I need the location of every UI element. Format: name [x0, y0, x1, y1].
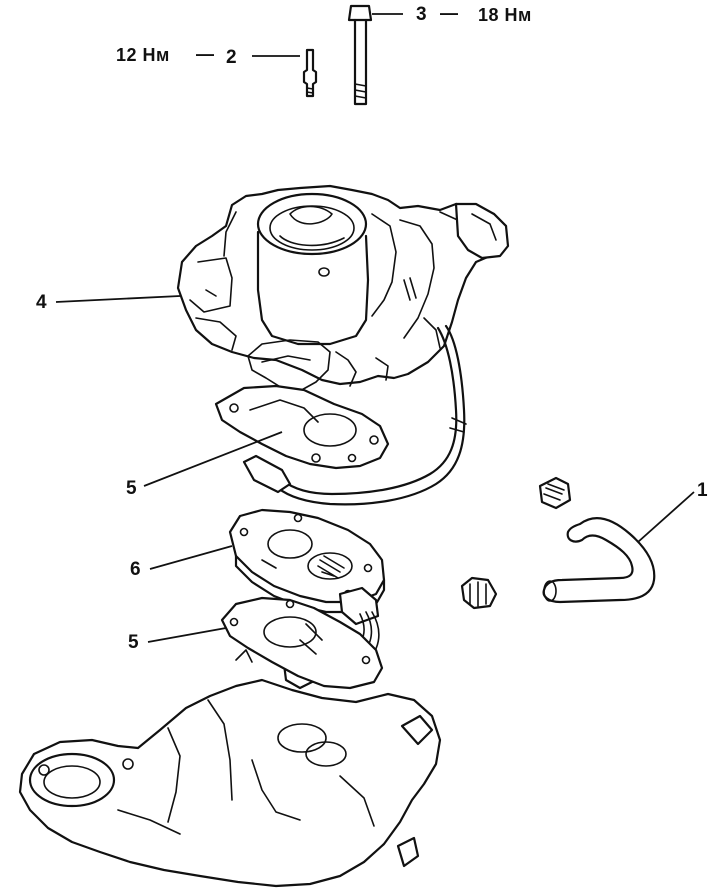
gasket-part-5-upper — [214, 384, 390, 470]
stud-part-2 — [302, 48, 318, 98]
vacuum-hose — [242, 324, 467, 506]
intake-manifold — [18, 649, 442, 888]
carburetor-body-part-4 — [176, 184, 510, 393]
pcv-hose-part-1 — [460, 476, 656, 610]
callout-part-2: 2 — [226, 47, 237, 68]
torque-part-2: 12 Нм — [116, 45, 170, 65]
callout-separator-2: — — [196, 44, 214, 64]
leader-lines — [55, 13, 695, 643]
callout-part-4: 4 — [36, 292, 47, 313]
callout-part-5-upper: 5 — [126, 478, 137, 499]
torque-part-3: 18 Нм — [478, 5, 532, 25]
gasket-part-5-lower — [220, 596, 384, 690]
callout-separator-3: — — [440, 3, 458, 23]
callout-part-3: 3 — [416, 4, 427, 25]
callout-part-1: 1 — [697, 480, 708, 501]
callout-part-6: 6 — [130, 559, 141, 580]
callout-part-5-lower: 5 — [128, 632, 139, 653]
long-bolt-part-3 — [347, 4, 373, 106]
